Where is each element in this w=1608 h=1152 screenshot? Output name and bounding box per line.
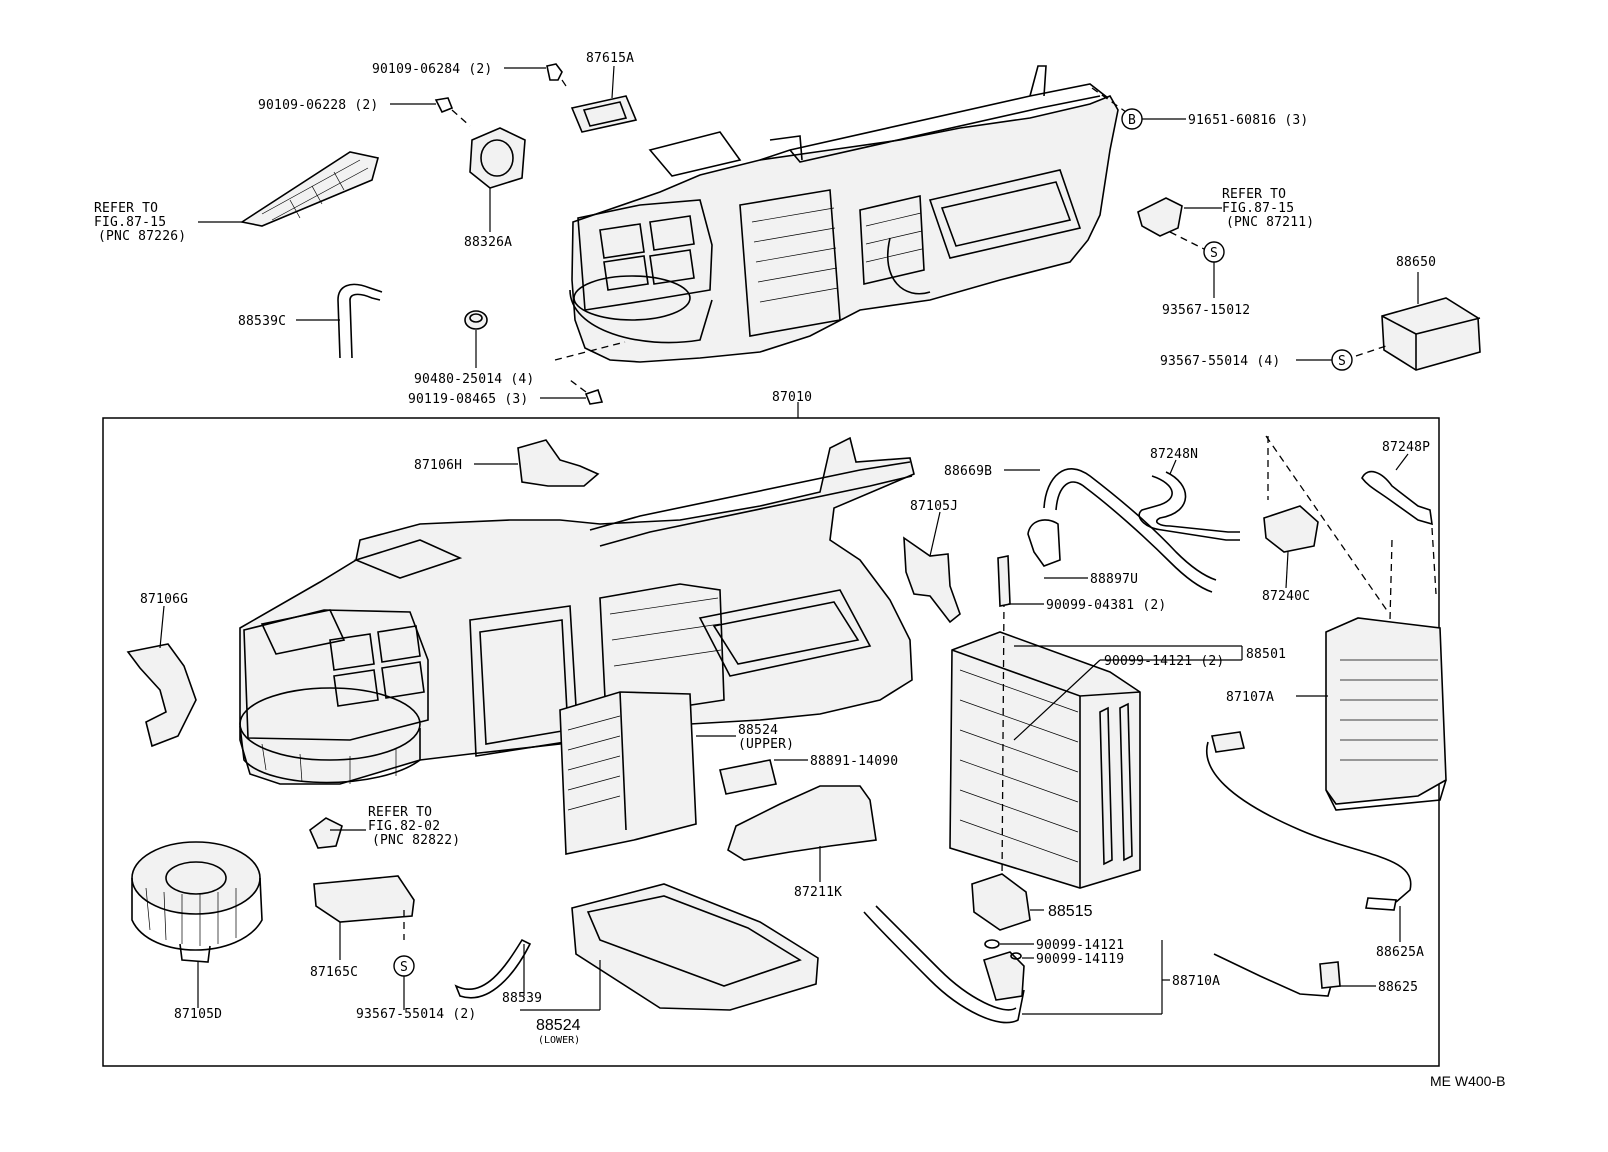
- label-87248n: 87248N: [1150, 447, 1198, 462]
- svg-text:B: B: [1128, 113, 1136, 128]
- actuator-87105j: [903, 536, 961, 624]
- sensor-88625: [1213, 953, 1333, 997]
- valve-88515: [971, 873, 1031, 931]
- label-refer-87226-line3: (PNC 87226): [98, 229, 186, 244]
- label-88539c: 88539C: [238, 314, 286, 329]
- case-88524-upper: [559, 691, 697, 855]
- label-88539: 88539: [502, 991, 542, 1006]
- heater-core-87107a: [1325, 617, 1447, 811]
- label-87211k: 87211K: [794, 885, 842, 900]
- label-87105d: 87105D: [174, 1007, 222, 1022]
- label-refer-82822-line1: REFER TO: [368, 805, 432, 820]
- label-90099-14121-2: 90099-14121 (2): [1104, 654, 1224, 669]
- label-93567-55014-4: 93567-55014 (4): [1160, 354, 1280, 369]
- label-90109-06284: 90109-06284 (2): [372, 62, 492, 77]
- svg-text:S: S: [400, 960, 408, 975]
- resistor-87165c: [313, 875, 415, 923]
- hose-87248n: [1138, 475, 1240, 541]
- label-90109-06228: 90109-06228 (2): [258, 98, 378, 113]
- top-small-parts: [239, 63, 1481, 405]
- svg-text:S: S: [1210, 246, 1218, 261]
- label-87615a: 87615A: [586, 51, 634, 66]
- label-87105j: 87105J: [910, 499, 958, 514]
- label-87248p: 87248P: [1382, 440, 1430, 455]
- hose-88539: [454, 938, 532, 999]
- sensor-88625a: [1206, 741, 1412, 903]
- filter-88891: [719, 759, 777, 795]
- label-88625a: 88625A: [1376, 945, 1424, 960]
- label-88669b: 88669B: [944, 464, 992, 479]
- label-88515: 88515: [1048, 903, 1093, 920]
- label-88710a: 88710A: [1172, 974, 1220, 989]
- case-88524-lower: [571, 883, 819, 1011]
- label-90099-14121: 90099-14121: [1036, 938, 1124, 953]
- label-refer-82822-line3: (PNC 82822): [372, 833, 460, 848]
- leader-lines: [159, 65, 1419, 1015]
- part-labels: 90109-06284 (2) 87615A 90109-06228 (2) 9…: [94, 51, 1436, 1046]
- top-heater-unit: [554, 65, 1127, 363]
- sensor-82822: [309, 817, 343, 849]
- label-90119-08465: 90119-08465 (3): [408, 392, 528, 407]
- hose-88669b: [1043, 468, 1217, 581]
- label-88625: 88625: [1378, 980, 1418, 995]
- label-93567-55014-2: 93567-55014 (2): [356, 1007, 476, 1022]
- label-refer-82822-line2: FIG.82-02: [368, 819, 440, 834]
- label-93567-15012: 93567-15012: [1162, 303, 1250, 318]
- svg-text:S: S: [1338, 354, 1346, 369]
- label-refer-87226-line2: FIG.87-15: [94, 215, 166, 230]
- actuator-87106g: [126, 643, 197, 748]
- bolt-90099-04381: [997, 555, 1011, 607]
- badge-b: B: [1121, 108, 1143, 130]
- hose-87248p: [1361, 470, 1433, 526]
- label-88524-lower-line1: 88524: [536, 1017, 581, 1034]
- label-90480-25014: 90480-25014 (4): [414, 372, 534, 387]
- label-88501: 88501: [1246, 647, 1286, 662]
- label-87106g: 87106G: [140, 592, 188, 607]
- dash-evap: [1001, 599, 1005, 881]
- badge-s-lower: S: [393, 955, 415, 977]
- label-90099-14119: 90099-14119: [1036, 952, 1124, 967]
- label-88524-upper-line1: 88524: [738, 723, 778, 738]
- label-88897u: 88897U: [1090, 572, 1138, 587]
- duct-87211k: [727, 785, 877, 861]
- label-88891-14090: 88891-14090: [810, 754, 898, 769]
- label-refer-87226-line1: REFER TO: [94, 201, 158, 216]
- drawing-code: ME W400-B: [1430, 1073, 1505, 1089]
- label-87107a: 87107A: [1226, 690, 1274, 705]
- valve-87240c: [1263, 505, 1319, 553]
- label-88524-lower-line2: (LOWER): [538, 1035, 580, 1046]
- label-91651-60816: 91651-60816 (3): [1188, 113, 1308, 128]
- main-heater-assembly: [239, 436, 915, 785]
- evaporator-88501: [949, 631, 1141, 889]
- label-88650: 88650: [1396, 255, 1436, 270]
- blower-motor-87105d: [131, 841, 263, 963]
- label-88326a: 88326A: [464, 235, 512, 250]
- badge-s-top: S: [1203, 241, 1225, 263]
- label-88524-upper-line2: (UPPER): [738, 737, 794, 752]
- label-refer-87211-line1: REFER TO: [1222, 187, 1286, 202]
- label-87240c: 87240C: [1262, 589, 1310, 604]
- label-90099-04381: 90099-04381 (2): [1046, 598, 1166, 613]
- label-87106h: 87106H: [414, 458, 462, 473]
- label-refer-87211-line3: (PNC 87211): [1226, 215, 1314, 230]
- label-87010: 87010: [772, 390, 812, 405]
- label-87165c: 87165C: [310, 965, 358, 980]
- badge-s-right: S: [1331, 349, 1353, 371]
- pipe-88710a: [863, 911, 1025, 1024]
- label-refer-87211-line2: FIG.87-15: [1222, 201, 1294, 216]
- actuator-87106h: [517, 439, 600, 487]
